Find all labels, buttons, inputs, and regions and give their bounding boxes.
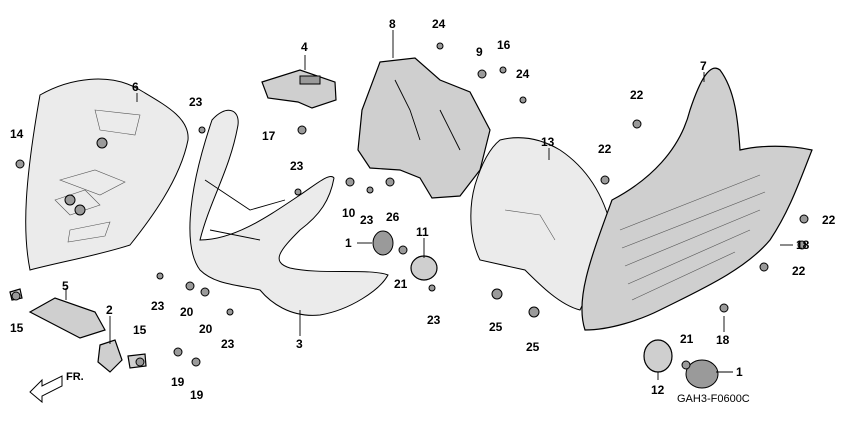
callout-23: 23	[151, 299, 165, 313]
callout-23: 23	[189, 95, 203, 109]
callout-24: 24	[432, 17, 446, 31]
bracket-part	[9, 288, 147, 373]
callout-26: 26	[386, 210, 400, 224]
callout-21: 21	[394, 277, 408, 291]
bracket-4-part	[261, 69, 337, 109]
callout-22: 22	[822, 213, 836, 227]
callout-2: 2	[106, 303, 113, 317]
callout-20: 20	[180, 305, 194, 319]
callout-5: 5	[62, 279, 69, 293]
callout-8: 8	[389, 17, 396, 31]
callout-23: 23	[290, 159, 304, 173]
cap-part	[643, 339, 719, 389]
callout-7: 7	[700, 59, 707, 73]
callout-22: 22	[792, 264, 806, 278]
callout-22: 22	[630, 88, 644, 102]
direction-label: FR.	[66, 371, 84, 383]
callout-3: 3	[296, 337, 303, 351]
callout-1: 1	[345, 236, 352, 250]
callout-1: 1	[736, 365, 743, 379]
callout-12: 12	[651, 383, 665, 397]
inner-shield-part	[189, 110, 389, 316]
callout-4: 4	[301, 40, 308, 54]
front-cover-part	[25, 78, 189, 271]
callout-19: 19	[171, 375, 185, 389]
grommet-part	[372, 230, 438, 281]
step-floor-part	[581, 67, 813, 331]
callout-9: 9	[476, 45, 483, 59]
callout-25: 25	[489, 320, 503, 334]
callout-14: 14	[10, 127, 24, 141]
callout-10: 10	[342, 206, 356, 220]
callout-23: 23	[427, 313, 441, 327]
callout-6: 6	[132, 80, 139, 94]
callout-11: 11	[416, 225, 429, 239]
callout-18: 18	[716, 333, 730, 347]
callout-16: 16	[497, 38, 511, 52]
callout-24: 24	[516, 67, 530, 81]
callout-15: 15	[10, 321, 24, 335]
leader-lines	[65, 30, 793, 380]
fasteners	[11, 42, 809, 367]
callout-25: 25	[526, 340, 540, 354]
callouts: 1 1 2 3 4 5 6 7 8 9 10 11 12 13 14 15 15…	[10, 17, 836, 402]
diagram-code: GAH3-F0600C	[677, 393, 750, 405]
front-direction-arrow: FR.	[29, 371, 84, 404]
callout-19: 19	[190, 388, 204, 402]
callout-18: 18	[796, 238, 810, 252]
callout-23: 23	[360, 213, 374, 227]
callout-21: 21	[680, 332, 694, 346]
callout-13: 13	[541, 135, 555, 149]
callout-15: 15	[133, 323, 147, 337]
callout-17: 17	[262, 129, 276, 143]
inner-panel-part	[357, 57, 491, 199]
callout-22: 22	[598, 142, 612, 156]
callout-23: 23	[221, 337, 235, 351]
callout-20: 20	[199, 322, 213, 336]
